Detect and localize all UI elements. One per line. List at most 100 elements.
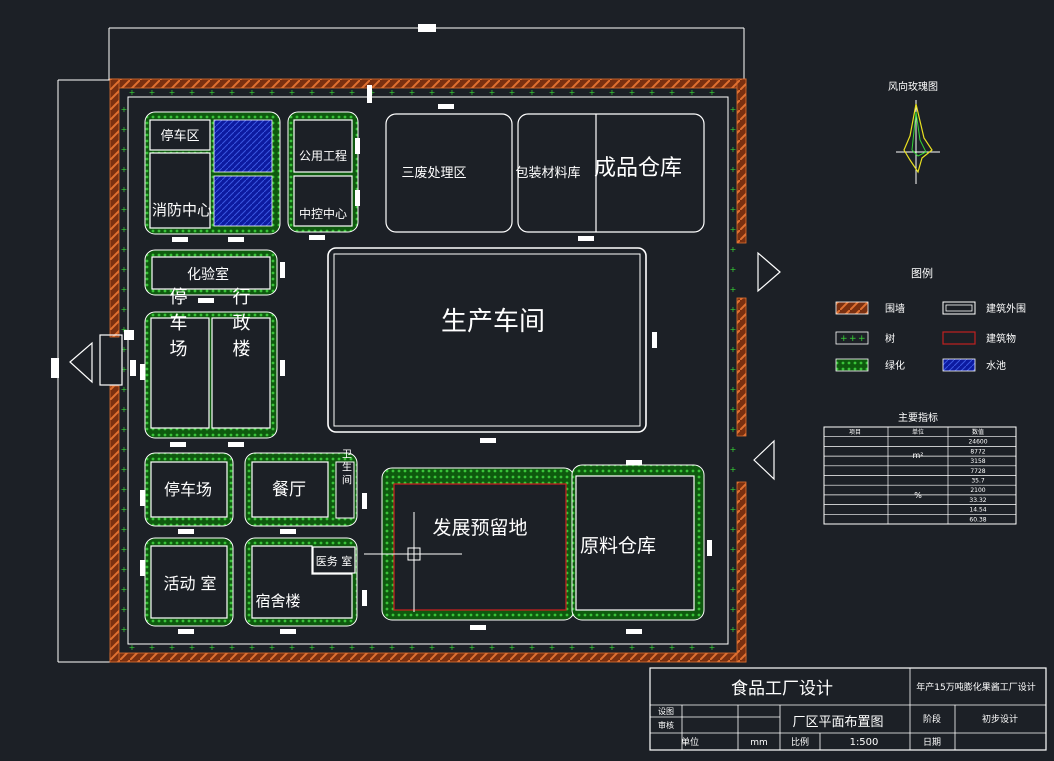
tree-mark: + [689,88,696,97]
door-tick [578,236,594,241]
tree-mark: + [589,643,596,652]
indicator-value: 8772 [970,448,985,455]
svg-text:+: + [840,334,848,344]
label-canteen: 餐厅 [272,480,306,500]
tree-mark: + [730,185,737,194]
door-tick [362,590,367,606]
tree-mark: + [121,205,128,214]
tree-mark: + [730,545,737,554]
building-labels: 停车区 消防中心 公用工程 中控中心 三废处理区 包装材料库 成品仓库 化验室 … [152,128,682,610]
tree-mark: + [121,525,128,534]
store-block-shape [517,113,705,233]
tree-mark: + [209,643,216,652]
water-pool-2 [213,175,273,227]
tree-mark: + [121,165,128,174]
tree-mark: + [229,88,236,97]
label-clinic: 医务 室 [316,554,353,568]
title-drawing-name: 厂区平面布置图 [792,715,883,730]
door-tick [280,262,285,278]
door-tick [438,104,454,109]
tree-mark: + [121,265,128,274]
tree-mark: + [509,88,516,97]
tree-mark: + [121,145,128,154]
workshop-inner [333,253,641,427]
tree-mark: + [121,305,128,314]
reserve-shape [393,483,567,611]
tree-mark: + [309,88,316,97]
building-shapes [149,119,356,619]
tree-mark: + [730,465,737,474]
title-stage-label: 阶段 [923,713,941,725]
tree-mark: + [549,88,556,97]
indicators-head-unit: 单位 [912,428,924,436]
tree-mark: + [449,643,456,652]
tree-mark: + [229,643,236,652]
tree-mark: + [121,505,128,514]
tree-mark: + [529,88,536,97]
tree-mark: + [649,88,656,97]
tree-mark: + [730,625,737,634]
tree-mark: + [429,88,436,97]
water-pool-1 [213,119,273,173]
tree-rows: + + + + + + + + + + + + + + + + + + + + + + + + + + + + + + + + + + + + + + + +… [121,88,737,652]
tree-mark: + [269,643,276,652]
legend: 图例 围墙 建筑外围 +++ 树 建筑物 绿化 水池 [835,266,1026,372]
dim-tick-left [51,358,59,378]
door-tick [198,298,214,303]
tree-mark: + [429,643,436,652]
tree-mark: + [449,88,456,97]
tree-mark: + [730,225,737,234]
tree-mark: + [209,88,216,97]
title-row-check: 审核 [658,720,674,730]
indicators-unit-percent: % [914,491,922,500]
indicator-value: 2100 [970,487,985,494]
tree-mark: + [329,643,336,652]
label-fire-center: 消防中心 [152,201,212,219]
door-tick [309,235,325,240]
tree-mark: + [349,643,356,652]
tree-mark: + [730,285,737,294]
label-public-works: 公用工程 [299,148,347,163]
tree-mark: + [669,88,676,97]
tree-mark: + [469,88,476,97]
door-tick [626,629,642,634]
legend-label-3: 建筑物 [986,332,1016,345]
tree-mark: + [389,88,396,97]
tree-mark: + [549,643,556,652]
title-stage-value: 初步设计 [982,713,1018,725]
tree-mark: + [129,88,136,97]
tree-mark: + [730,525,737,534]
tree-mark: + [569,643,576,652]
tree-mark: + [121,365,128,374]
tree-mark: + [121,105,128,114]
tree-mark: + [730,345,737,354]
label-activity: 活动 室 [163,574,216,593]
enclosing-wall [109,78,747,663]
indicator-value: 35.7 [971,477,985,484]
title-scale-label: 比例 [791,736,809,748]
legend-label-2: 树 [885,332,895,345]
tree-mark: + [709,88,716,97]
door-tick [367,85,372,103]
dim-tick-top [418,24,436,32]
tree-mark: + [730,165,737,174]
door-tick [172,237,188,242]
gate-markers [69,251,781,481]
tree-mark: + [730,205,737,214]
indicators-table: 主要指标 项目 单位 数值 m² % 2460087723158772835.7… [823,411,1017,525]
label-packaging-store: 包装材料库 [515,165,580,181]
door-tick [652,332,657,348]
tree-mark: + [589,88,596,97]
indicators-unit-area: m² [913,451,924,460]
tree-mark: + [189,643,196,652]
tree-mark: + [709,643,716,652]
door-tick [626,460,642,465]
tree-mark: + [529,643,536,652]
tree-mark: + [629,88,636,97]
tree-mark: + [730,105,737,114]
legend-label-1: 建筑外围 [986,302,1026,315]
door-tick [480,438,496,443]
tree-mark: + [689,643,696,652]
indicator-value: 24600 [968,439,987,446]
tree-mark: + [121,285,128,294]
